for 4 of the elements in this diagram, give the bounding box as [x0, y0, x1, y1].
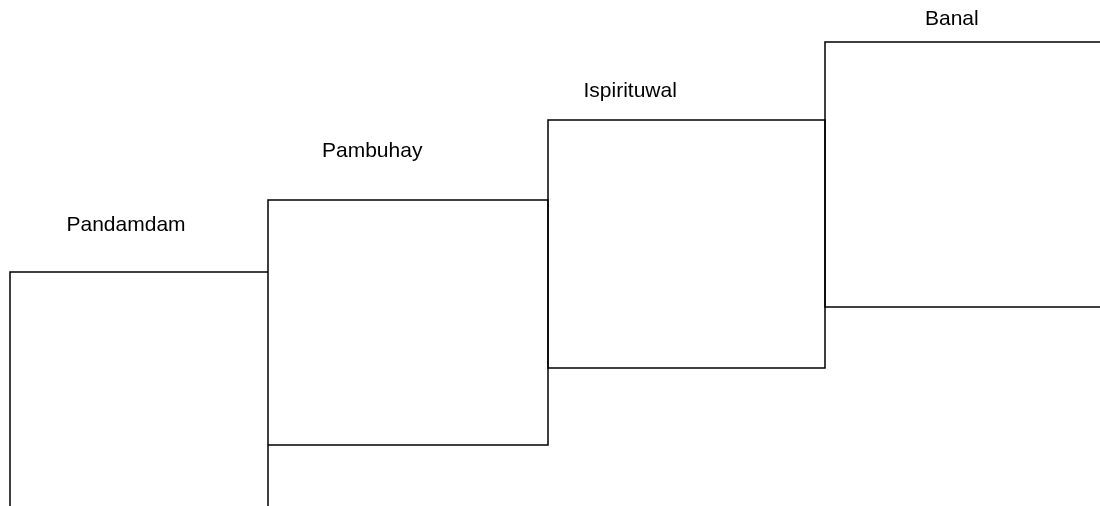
step-label: Pambuhay	[322, 138, 423, 162]
step-label: Banal	[925, 6, 979, 30]
step-label: Pandamdam	[66, 212, 186, 236]
step-label: Ispirituwal	[583, 78, 677, 102]
